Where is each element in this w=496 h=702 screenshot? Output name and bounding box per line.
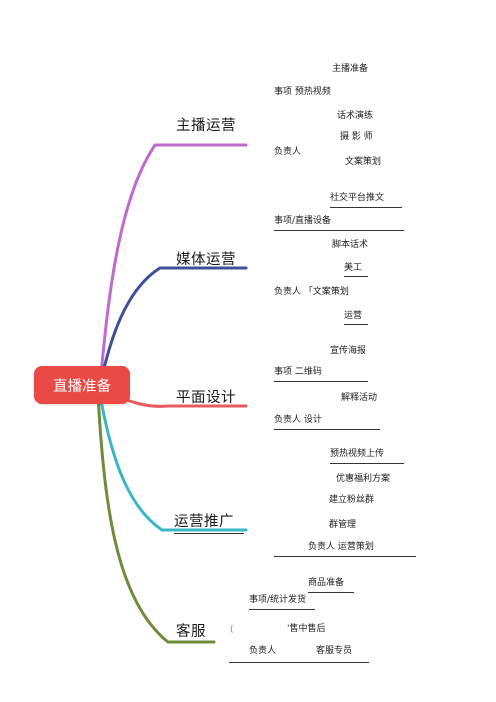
branch-2-item-c: 脚本话术 bbox=[332, 240, 369, 250]
branch-3-item-c: 解释活动 bbox=[341, 393, 378, 403]
branch-3-item-d: 负责人 设计 bbox=[274, 415, 380, 430]
branch-4-item-e: 负责人 运营策划 bbox=[274, 542, 416, 557]
branch-title-1: 主播运营 bbox=[176, 118, 236, 134]
branch-1-item-b: 事项 预热视频 bbox=[274, 87, 331, 97]
branch-5-item-e: 负责人 bbox=[249, 646, 277, 656]
branch-5-underline bbox=[229, 662, 369, 663]
branch-3-item-b: 事项 二维码 bbox=[274, 367, 368, 382]
branch-5-item-c: ( bbox=[230, 625, 234, 635]
branch-4-item-a: 预热视频上传 bbox=[330, 449, 404, 464]
branch-5-item-f: 客服专员 bbox=[316, 646, 353, 656]
branch-3-item-a: 宣传海报 bbox=[330, 346, 367, 356]
branch-1-item-a: 主播准备 bbox=[332, 64, 369, 74]
branch-title-2: 媒体运营 bbox=[176, 252, 236, 268]
branch-2-item-a: 社交平台推文 bbox=[330, 193, 402, 208]
connector-branch-4 bbox=[98, 393, 248, 532]
branch-5-item-d: '售中售后 bbox=[287, 624, 326, 634]
branch-1-item-c: 话术演练 bbox=[337, 111, 374, 121]
branch-4-item-c: 建立粉丝群 bbox=[329, 495, 375, 505]
branch-2-item-e: 负责人 「文案策划 bbox=[274, 287, 349, 297]
root-node: 直播准备 bbox=[34, 366, 130, 404]
connector-branch-1 bbox=[98, 143, 248, 387]
branch-2-item-f: 运营 bbox=[344, 311, 368, 325]
branch-4-item-d: 群管理 bbox=[329, 520, 357, 530]
branch-title-4: 运营推广 bbox=[174, 510, 244, 534]
branch-title-3: 平面设计 bbox=[176, 390, 236, 406]
branch-title-5: 客服 bbox=[176, 624, 206, 640]
branch-2-item-b: 事项/直播设备 bbox=[274, 216, 404, 231]
branch-5-item-a: 商品准备 bbox=[308, 578, 354, 593]
branch-5-item-b: 事项/统计发货 bbox=[249, 595, 315, 610]
branch-1-item-d: 摄 影 师 bbox=[340, 132, 373, 142]
connector-branch-5 bbox=[96, 393, 216, 644]
branch-1-item-e: 负责人 bbox=[274, 147, 302, 157]
branch-1-item-f: 文案策划 bbox=[345, 157, 382, 167]
branch-2-item-d: 美工 bbox=[344, 263, 368, 277]
branch-4-item-b: 优惠福利方案 bbox=[336, 474, 391, 484]
